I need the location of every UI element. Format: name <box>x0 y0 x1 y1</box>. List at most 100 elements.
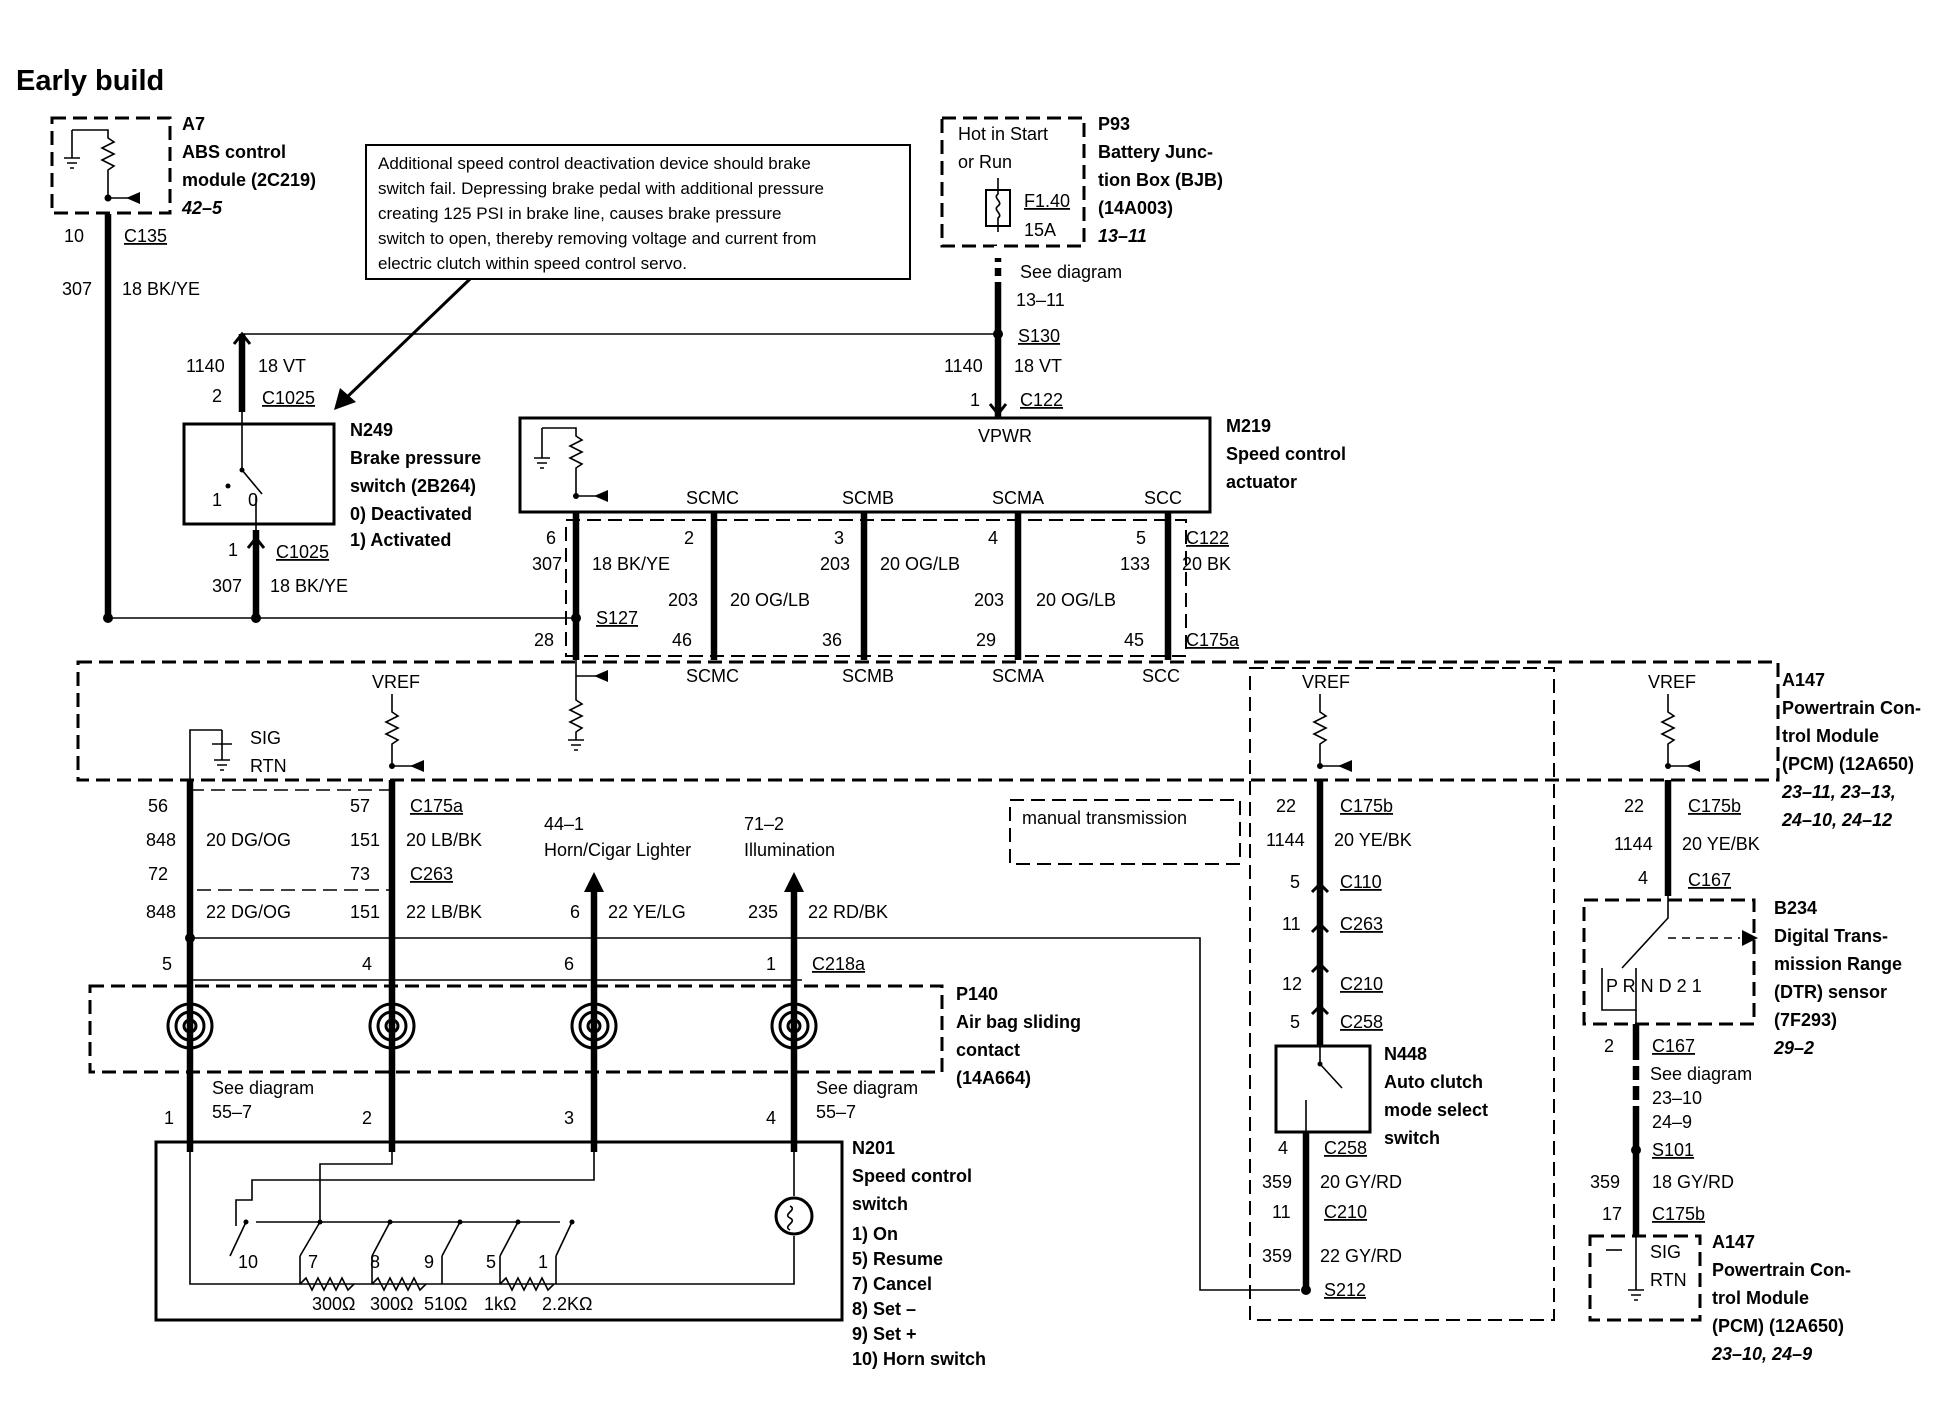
resistor-icon <box>384 694 420 767</box>
diagram-label: 17 <box>1602 1204 1622 1224</box>
diagram-label: tion Box (BJB) <box>1098 170 1223 190</box>
diagram-label: SIG <box>250 728 281 748</box>
diagram-label: N201 <box>852 1138 895 1158</box>
diagram-label: 22 YE/LG <box>608 902 686 922</box>
diagram-label: 29 <box>976 630 996 650</box>
diagram-label: mode select <box>1384 1100 1488 1120</box>
diagram-label: See diagram <box>212 1078 314 1098</box>
diagram-label: 29–2 <box>1773 1038 1814 1058</box>
diagram-label: VREF <box>1302 672 1350 692</box>
diagram-label: (DTR) sensor <box>1774 982 1887 1002</box>
ground-icon <box>189 729 232 782</box>
diagram-label: Air bag sliding <box>956 1012 1081 1032</box>
diagram-label: creating 125 PSI in brake line, causes b… <box>378 204 782 223</box>
diagram-label: SIG <box>1650 1242 1681 1262</box>
diagram-label: Powertrain Con- <box>1782 698 1921 718</box>
diagram-label: 300Ω <box>370 1294 414 1314</box>
diagram-label: C218a <box>812 954 866 974</box>
diagram-label: C175b <box>1688 796 1741 816</box>
diagram-label: 1 <box>538 1252 548 1272</box>
diagram-label: 307 <box>212 576 242 596</box>
diagram-label: (14A003) <box>1098 198 1173 218</box>
diagram-label: 510Ω <box>424 1294 468 1314</box>
arrow-icon <box>334 388 356 410</box>
diagram-label: F1.40 <box>1024 191 1070 211</box>
diagram-label: 0) Deactivated <box>350 504 472 524</box>
diagram-label: Illumination <box>744 840 835 860</box>
diagram-label: 23–11, 23–13, <box>1781 782 1896 802</box>
resistor-icon <box>299 1276 555 1292</box>
diagram-label: 20 OG/LB <box>880 554 960 574</box>
diagram-label: 20 OG/LB <box>1036 590 1116 610</box>
diagram-label: 55–7 <box>212 1102 252 1122</box>
diagram-label: 2 <box>1604 1036 1614 1056</box>
diagram-label: Brake pressure <box>350 448 481 468</box>
diagram-label: 45 <box>1124 630 1144 650</box>
diagram-label: 44–1 <box>544 814 584 834</box>
diagram-label: 22 RD/BK <box>808 902 888 922</box>
ground-icon <box>534 428 550 469</box>
n448-auto-clutch-switch: N448 Auto clutch mode select switch <box>1274 1044 1488 1148</box>
diagram-label: 5 <box>162 954 172 974</box>
diagram-label: 3 <box>564 1108 574 1128</box>
diagram-label: N249 <box>350 420 393 440</box>
diagram-label: 22 LB/BK <box>406 902 482 922</box>
diagram-label: 1 <box>212 490 222 510</box>
manual-trans-label-box <box>1009 799 1241 865</box>
note-box: Additional speed control deactivation de… <box>334 144 911 410</box>
diagram-label: 24–10, 24–12 <box>1781 810 1892 830</box>
diagram-label: ABS control <box>182 142 286 162</box>
diagram-label: Hot in Start <box>958 124 1048 144</box>
diagram-label: 1144 <box>1266 830 1305 850</box>
diagram-label: switch (2B264) <box>350 476 476 496</box>
diagram-label: 359 <box>1590 1172 1620 1192</box>
diagram-label: 10 <box>64 226 84 246</box>
diagram-label: Battery Junc- <box>1098 142 1213 162</box>
arrow-icon <box>594 490 608 502</box>
diagram-label: C167 <box>1688 870 1731 890</box>
diagram-label: 6 <box>564 954 574 974</box>
diagram-label: SCMA <box>992 488 1044 508</box>
diagram-label: 203 <box>668 590 698 610</box>
diagram-label: 22 <box>1276 796 1296 816</box>
diagram-label: (7F293) <box>1774 1010 1837 1030</box>
arrow-icon <box>126 192 140 204</box>
diagram-label: 12 <box>1282 974 1302 994</box>
diagram-label: C263 <box>410 864 453 884</box>
diagram-label: 18 VT <box>1014 356 1062 376</box>
diagram-label: actuator <box>1226 472 1297 492</box>
diagram-label: 56 <box>148 796 168 816</box>
diagram-label: 6 <box>570 902 580 922</box>
diagram-label: C135 <box>124 226 167 246</box>
diagram-label: switch fail. Depressing brake pedal with… <box>378 179 824 198</box>
diagram-label: 6 <box>546 528 556 548</box>
diagram-label: trol Module <box>1782 726 1879 746</box>
diagram-label: B234 <box>1774 898 1817 918</box>
note-pointer <box>342 277 472 402</box>
diagram-label: (PCM) (12A650) <box>1712 1316 1844 1336</box>
diagram-label: 9) Set + <box>852 1324 917 1344</box>
ground-icon <box>64 130 80 169</box>
diagram-label: 203 <box>974 590 1004 610</box>
diagram-label: Additional speed control deactivation de… <box>378 154 811 173</box>
diagram-label: mission Range <box>1774 954 1902 974</box>
diagram-label: 151 <box>350 902 380 922</box>
diagram-label: 20 LB/BK <box>406 830 482 850</box>
diagram-label: 3 <box>834 528 844 548</box>
diagram-label: 22 GY/RD <box>1320 1246 1402 1266</box>
resistor-icon <box>72 129 116 198</box>
diagram-label: switch to open, thereby removing voltage… <box>378 229 816 248</box>
diagram-label: 307 <box>532 554 562 574</box>
diagram-label: S127 <box>596 608 638 628</box>
resistor-icon <box>1660 694 1696 767</box>
diagram-label: 151 <box>350 830 380 850</box>
diagram-label: See diagram <box>1650 1064 1752 1084</box>
diagram-label: C258 <box>1324 1138 1367 1158</box>
diagram-label: 42–5 <box>181 198 223 218</box>
page-title: Early build <box>16 65 164 97</box>
diagram-label: See diagram <box>1020 262 1122 282</box>
diagram-label: SCC <box>1144 488 1182 508</box>
diagram-label: 46 <box>672 630 692 650</box>
diagram-label: 24–9 <box>1652 1112 1692 1132</box>
